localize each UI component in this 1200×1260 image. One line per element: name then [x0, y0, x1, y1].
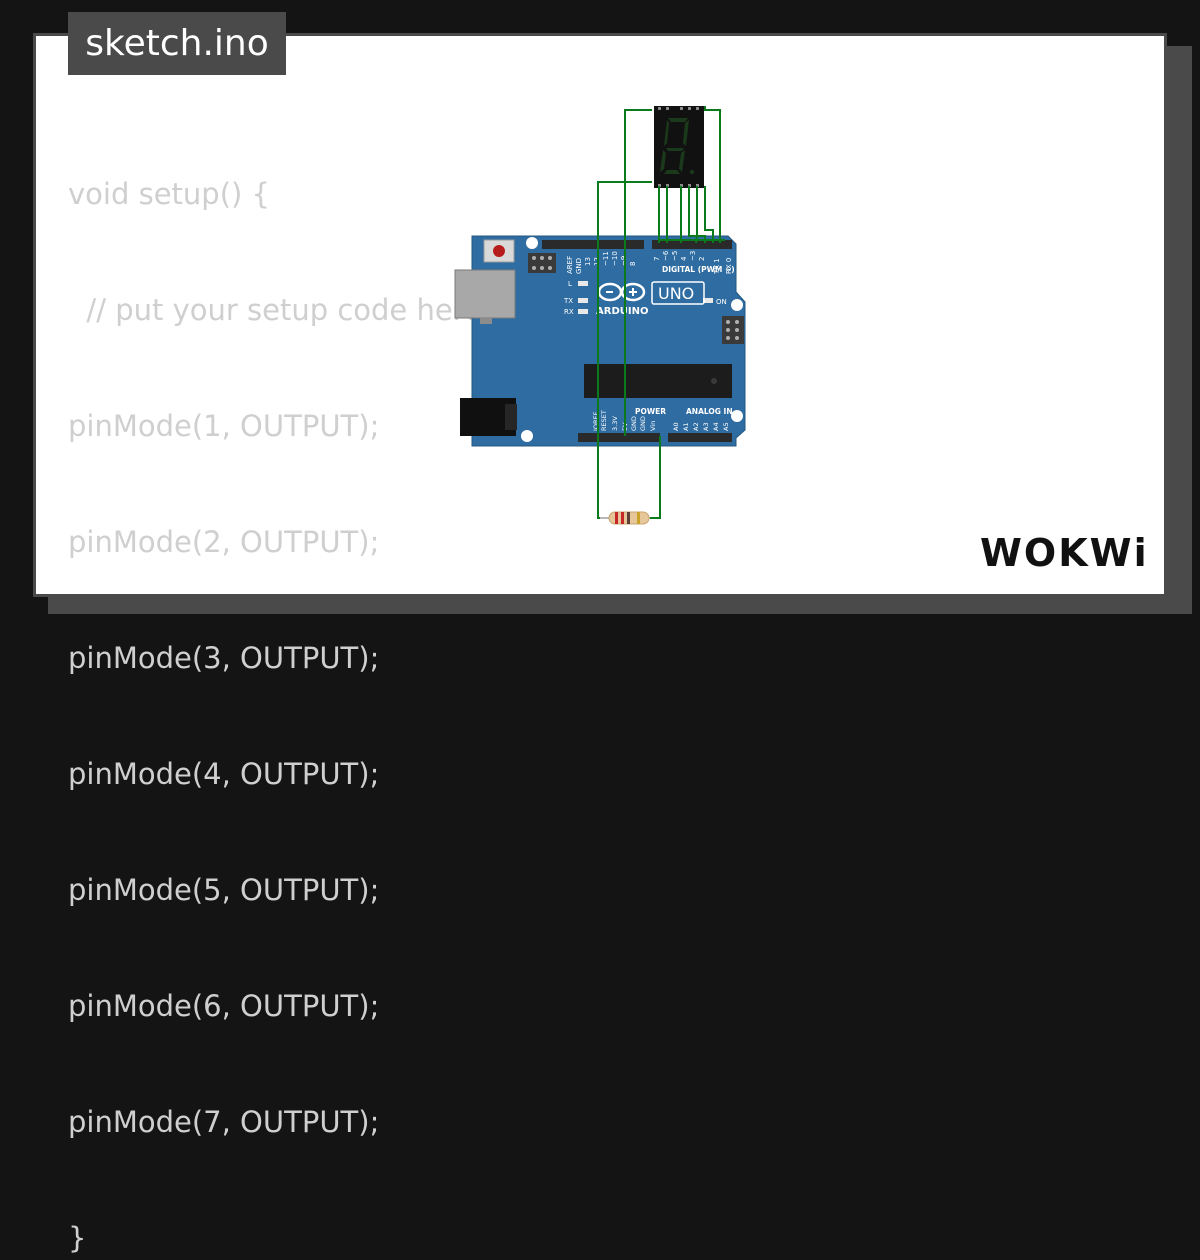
code-line: pinMode(4, OUTPUT);	[68, 757, 380, 791]
led-label-rx: RX	[564, 308, 574, 316]
pin-label: GND	[575, 258, 583, 274]
usb-connector	[454, 269, 516, 324]
pin-label: A4	[712, 422, 720, 431]
wires	[597, 106, 725, 519]
pin-label: 2	[698, 257, 706, 261]
icsp-header-right	[722, 316, 744, 344]
pin-label: A0	[672, 422, 680, 431]
uno-label: UNO	[658, 284, 694, 303]
wokwi-logo-text: WOKWi	[980, 531, 1148, 575]
pin-label: 13	[584, 257, 592, 266]
display-pins	[658, 107, 699, 187]
resistor[interactable]	[600, 511, 650, 525]
code-line: void setup() {	[68, 177, 270, 211]
circuit-diagram: AREF GND 13 12 ~11 ~10 ~9 8 7 ~6 ~5 4 ~3…	[454, 106, 746, 525]
pin-label: A1	[682, 422, 690, 431]
led-label-tx: TX	[563, 297, 573, 305]
power-jack	[460, 398, 517, 436]
pin-label: 4	[680, 256, 688, 261]
code-line: pinMode(1, OUTPUT);	[68, 409, 380, 443]
wire	[695, 186, 698, 244]
pin-label: Vin	[649, 421, 657, 431]
led-on	[703, 298, 713, 303]
code-line: pinMode(5, OUTPUT);	[68, 873, 380, 907]
pin-label: GND	[630, 416, 638, 431]
pin-label: RX 0	[725, 258, 733, 274]
pin-label: 8	[629, 262, 637, 266]
mounting-hole	[731, 410, 743, 422]
pin-label: A5	[722, 422, 730, 431]
pin-label: A3	[702, 422, 710, 431]
pin-label: A2	[692, 422, 700, 431]
arduino-logo-text: ARDUINO	[596, 306, 648, 317]
arduino-uno-board[interactable]: AREF GND 13 12 ~11 ~10 ~9 8 7 ~6 ~5 4 ~3…	[454, 235, 746, 447]
icsp-header	[528, 253, 556, 273]
wire	[624, 109, 652, 436]
atmega-chip	[584, 364, 732, 398]
power-label: POWER	[635, 407, 666, 416]
analog-header	[668, 433, 732, 442]
led-label-l: L	[568, 280, 572, 288]
digital-header-right	[652, 240, 732, 249]
code-line: pinMode(7, OUTPUT);	[68, 1105, 380, 1139]
led-tx	[578, 298, 588, 303]
pin-label: ~3	[689, 251, 697, 261]
seven-segment-display[interactable]	[654, 106, 704, 188]
on-label: ON	[716, 298, 727, 306]
pin-label: 7	[653, 257, 661, 261]
pin-label: ~10	[611, 251, 619, 266]
code-line: pinMode(6, OUTPUT);	[68, 989, 380, 1023]
digital-header-label: DIGITAL (PWM ~)	[662, 265, 735, 274]
file-tab[interactable]: sketch.ino	[68, 12, 286, 75]
power-header	[578, 433, 660, 442]
status-leds: L TX RX ON	[563, 280, 727, 316]
code-line: pinMode(3, OUTPUT);	[68, 641, 380, 675]
analog-pin-labels: A0 A1 A2 A3 A4 A5	[672, 422, 730, 431]
analog-label: ANALOG IN	[686, 407, 733, 416]
mounting-hole	[731, 299, 743, 311]
wire	[704, 186, 714, 243]
pin-label: 3.3V	[611, 416, 619, 431]
mounting-hole	[526, 237, 538, 249]
pin-label: RESET	[600, 410, 608, 431]
digital-header-left	[542, 240, 644, 249]
pin-label: IOREF	[592, 411, 600, 431]
code-line: }	[68, 1221, 87, 1255]
led-rx	[578, 309, 588, 314]
pin-label: TX 1	[713, 258, 721, 275]
pin-label: ~11	[602, 251, 610, 266]
wokwi-logo: WOKWi	[980, 531, 1148, 575]
code-line: pinMode(2, OUTPUT);	[68, 525, 380, 559]
segments	[660, 118, 694, 174]
reset-button[interactable]	[483, 239, 515, 263]
pin-label: ~6	[662, 250, 670, 261]
wire	[648, 436, 661, 519]
pin-label: ~5	[671, 251, 679, 261]
pin-label: GND	[639, 416, 647, 431]
uno-badge: UNO	[651, 281, 705, 305]
mounting-hole	[521, 430, 533, 442]
pin-label: AREF	[566, 256, 574, 274]
led-l	[578, 281, 588, 286]
wire	[704, 106, 721, 243]
